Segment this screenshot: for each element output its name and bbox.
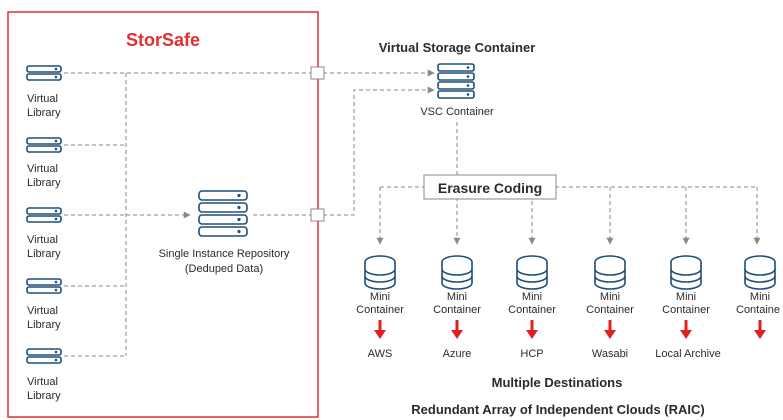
database-icon — [744, 255, 776, 290]
red-arrow-icon — [680, 320, 692, 339]
destination-label: AWS — [368, 348, 393, 360]
multiple-destinations-heading: Multiple Destinations — [492, 375, 623, 390]
repository-label-line1: Single Instance Repository — [159, 248, 290, 260]
destination-label: Wasabi — [592, 348, 628, 360]
library-label-line1: Virtual — [27, 163, 58, 175]
container-label-line2: Containe — [736, 304, 780, 316]
container-label-line1: Mini — [447, 291, 467, 303]
library-label-line1: Virtual — [27, 305, 58, 317]
mini-container-6: Mini Containe — [736, 255, 780, 339]
port-marker — [310, 66, 325, 80]
library-label-line1: Virtual — [27, 93, 58, 105]
vsc-server-icon — [437, 63, 475, 99]
single-instance-repository: Single Instance Repository (Deduped Data… — [159, 190, 290, 275]
erasure-coding-label: Erasure Coding — [438, 180, 542, 196]
database-icon — [594, 255, 626, 290]
library-label-line2: Library — [27, 107, 61, 119]
destination-label: HCP — [520, 348, 543, 360]
container-label-line1: Mini — [676, 291, 696, 303]
red-arrow-icon — [754, 320, 766, 339]
library-label-line2: Library — [27, 177, 61, 189]
server-stack-icon — [198, 190, 248, 237]
database-icon — [441, 255, 473, 290]
virtual-library-5: Virtual Library — [26, 348, 62, 402]
destination-label: Local Archive — [655, 348, 720, 360]
container-label-line2: Container — [356, 304, 404, 316]
mini-container-5: Mini Container Local Archive — [655, 255, 721, 360]
library-label-line2: Library — [27, 248, 61, 260]
red-arrow-icon — [374, 320, 386, 339]
destination-label: Azure — [443, 348, 472, 360]
container-label-line2: Container — [508, 304, 556, 316]
container-label-line1: Mini — [522, 291, 542, 303]
server-icon — [26, 278, 62, 294]
container-label-line2: Container — [662, 304, 710, 316]
server-icon — [26, 348, 62, 364]
red-arrow-icon — [526, 320, 538, 339]
virtual-library-3: Virtual Library — [26, 207, 62, 260]
library-label-line1: Virtual — [27, 376, 58, 388]
mini-container-3: Mini Container HCP — [508, 255, 556, 360]
storsafe-title: StorSafe — [126, 30, 200, 50]
mini-container-1: Mini Container AWS — [356, 255, 404, 360]
vsc-heading: Virtual Storage Container — [379, 40, 536, 55]
library-label-line1: Virtual — [27, 234, 58, 246]
library-label-line2: Library — [27, 319, 61, 331]
container-label-line1: Mini — [370, 291, 390, 303]
vsc-label: VSC Container — [420, 106, 494, 118]
repository-to-vsc-connector — [253, 86, 435, 216]
database-icon — [364, 255, 396, 290]
server-icon — [26, 65, 62, 81]
mini-container-2: Mini Container Azure — [433, 255, 481, 360]
repository-label-line2: (Deduped Data) — [185, 263, 263, 275]
database-icon — [670, 255, 702, 290]
virtual-library-2: Virtual Library — [26, 137, 62, 189]
port-marker — [310, 208, 325, 222]
mini-container-4: Mini Container Wasabi — [586, 255, 634, 360]
erasure-coding-box — [423, 174, 557, 200]
library-connectors — [64, 72, 191, 357]
container-label-line2: Container — [586, 304, 634, 316]
raic-heading: Redundant Array of Independent Clouds (R… — [411, 402, 704, 417]
container-label-line1: Mini — [750, 291, 770, 303]
red-arrow-icon — [604, 320, 616, 339]
virtual-library-1: Virtual Library — [26, 65, 62, 119]
server-icon — [26, 137, 62, 153]
database-icon — [516, 255, 548, 290]
virtual-library-4: Virtual Library — [26, 278, 62, 331]
red-arrow-icon — [451, 320, 463, 339]
container-label-line1: Mini — [600, 291, 620, 303]
server-icon — [26, 207, 62, 223]
library-label-line2: Library — [27, 390, 61, 402]
container-label-line2: Container — [433, 304, 481, 316]
